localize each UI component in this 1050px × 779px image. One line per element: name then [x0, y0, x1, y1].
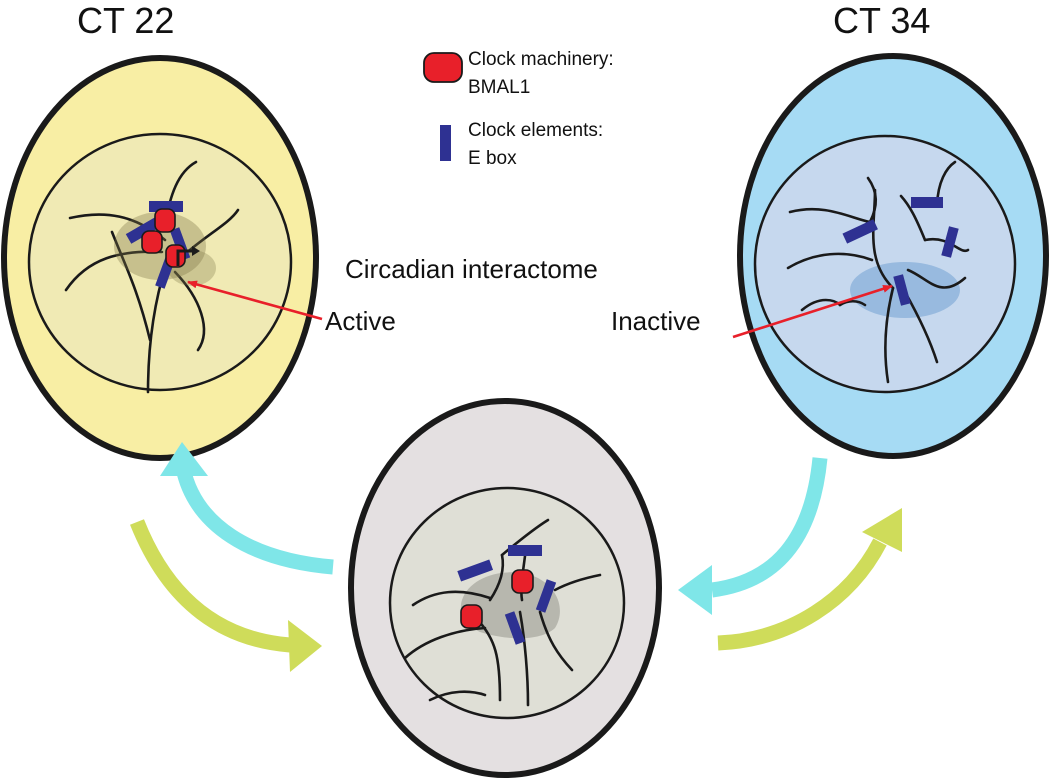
- legend-machinery-label: Clock machinery:: [468, 49, 614, 70]
- transcription-start-arrowhead: [192, 246, 200, 256]
- active-label: Active: [325, 306, 396, 336]
- legend-elements-label: Clock elements:: [468, 120, 604, 141]
- cell-transition-chromatin: [403, 518, 602, 707]
- title-ct22: CT 22: [77, 0, 175, 41]
- ebox-element: [457, 559, 494, 582]
- inactive-label: Inactive: [611, 306, 701, 336]
- cell-ct34-chromatin: [786, 160, 970, 384]
- legend-bmal1-icon: [423, 52, 463, 83]
- cell-ct34: [737, 53, 1049, 459]
- olive-arrowhead-from-ct22: [288, 620, 322, 672]
- ebox-element: [911, 197, 943, 208]
- bmal1-protein: [154, 208, 176, 233]
- cyan-arrowhead-to-ct22: [160, 442, 208, 476]
- inactive-pointer-line: [732, 284, 893, 339]
- legend-ebox-icon: [440, 125, 451, 161]
- cell-ct22: [1, 55, 319, 461]
- cyan-arrow-to-transition: [710, 457, 828, 598]
- ebox-element: [504, 611, 526, 645]
- olive-arrowhead-to-ct34: [862, 508, 902, 552]
- cyan-arrowhead-to-transition: [678, 565, 712, 615]
- title-ct34: CT 34: [833, 0, 931, 41]
- active-pointer-line: [187, 280, 323, 321]
- cell-transition-nucleus: [388, 486, 626, 720]
- olive-arrow-from-ct22: [130, 519, 291, 653]
- cell-ct22-nucleus: [27, 132, 293, 392]
- bmal1-protein: [511, 569, 534, 594]
- ebox-element: [535, 579, 557, 613]
- legend-elements-name: E box: [468, 148, 517, 169]
- cell-transition: [348, 398, 662, 778]
- ebox-element: [893, 274, 911, 306]
- ebox-element: [125, 217, 161, 244]
- bmal1-protein: [141, 230, 163, 254]
- bmal1-protein: [460, 604, 483, 629]
- cell-transition-interactome-blob: [460, 572, 560, 639]
- legend-machinery-name: BMAL1: [468, 77, 531, 98]
- bmal1-protein: [165, 244, 186, 268]
- transcription-start-arrow-icon: [176, 249, 194, 266]
- ebox-element: [842, 219, 878, 244]
- ebox-element: [508, 545, 542, 556]
- ebox-element: [149, 201, 183, 212]
- cyan-arrow-to-ct22: [175, 466, 334, 575]
- ebox-element: [941, 226, 959, 258]
- center-label: Circadian interactome: [345, 254, 598, 284]
- olive-arrow-to-ct34: [717, 538, 887, 651]
